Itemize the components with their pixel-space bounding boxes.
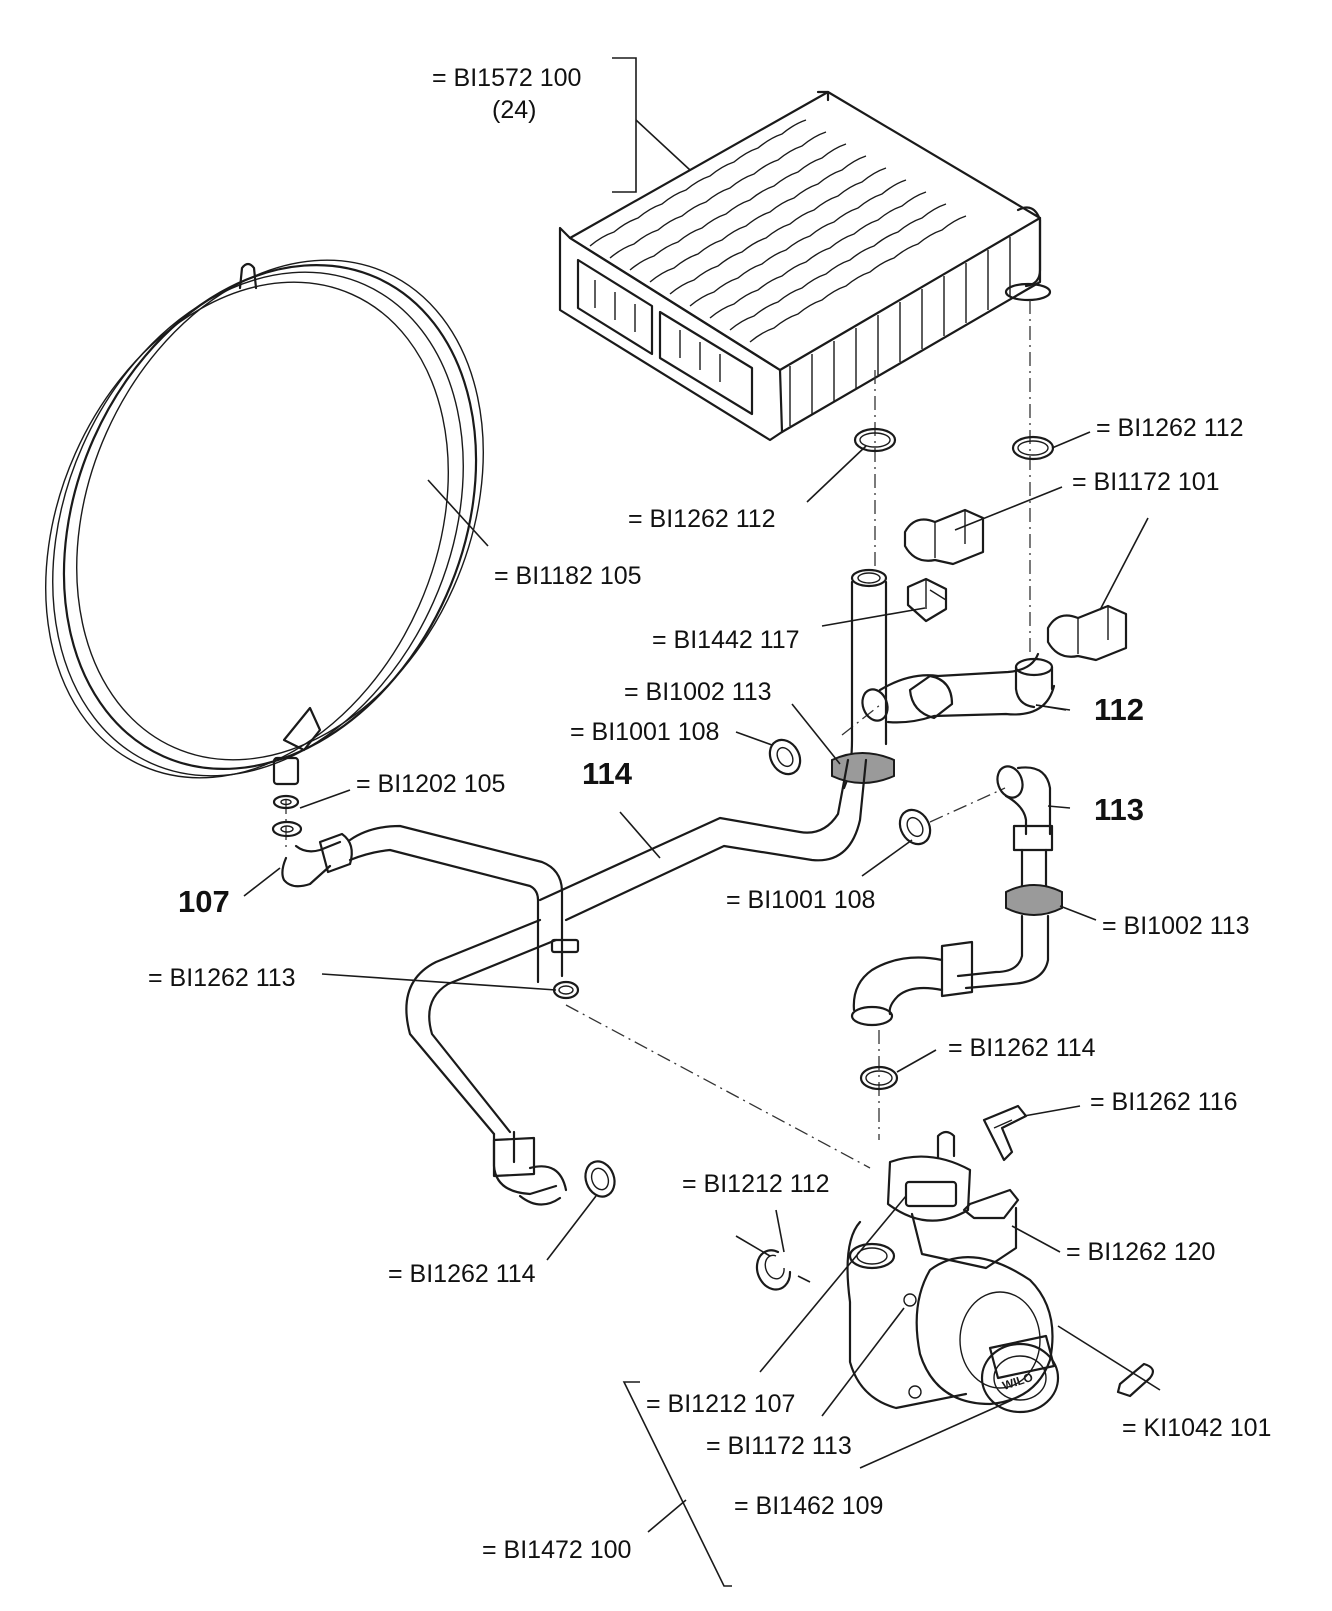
label-gasket-grey-lower: = BI1002 113 [1102, 912, 1250, 940]
washer-vessel [271, 820, 303, 838]
clip-left [906, 577, 948, 623]
label-washer-upper: = BI1001 108 [570, 718, 719, 746]
label-washer-vessel: = BI1202 105 [356, 770, 505, 798]
label-retaining-ring: = BI1212 112 [682, 1170, 830, 1198]
label-gasket-grey-upper: = BI1002 113 [624, 678, 772, 706]
clip-right-upper [903, 508, 985, 566]
label-clip-left: = BI1442 117 [652, 626, 800, 654]
expansion-vessel [45, 259, 484, 810]
o-ring-lower-left [584, 1160, 616, 1198]
label-pump-assembly: = BI1472 100 [482, 1536, 631, 1564]
label-o-ring-pipe-114: = BI1262 113 [148, 964, 296, 992]
callouts: = BI1572 100 (24) = BI1262 112 = BI1262 … [148, 64, 1271, 1564]
pipe-107 [281, 832, 353, 888]
number-pipe-114: 114 [582, 756, 633, 791]
clip-right-lower [1046, 604, 1128, 662]
label-expansion-vessel: = BI1182 105 [494, 562, 642, 590]
pipe-112 [861, 652, 1067, 724]
retaining-ring [755, 1249, 792, 1291]
o-ring-right-top [1011, 435, 1055, 461]
pipe-113 [850, 765, 1063, 1027]
label-o-ring-left-top: = BI1262 112 [628, 505, 776, 533]
o-ring-pipe-114 [552, 980, 580, 1000]
washer-upper [768, 738, 802, 776]
pump-bracket [962, 1188, 1020, 1220]
pump-clip [982, 1104, 1028, 1162]
label-o-ring-right-top: = BI1262 112 [1096, 414, 1244, 442]
label-o-ring-pump-inlet: = BI1262 114 [948, 1034, 1096, 1062]
leader-lines [243, 431, 1161, 1587]
heat-exchanger [558, 57, 1052, 442]
number-pipe-113: 113 [1094, 792, 1144, 827]
pipe-vertical-left [831, 568, 895, 790]
pump-clip-small [1116, 1362, 1154, 1398]
o-ring-pump-inlet [859, 1065, 899, 1091]
o-ring-left-top [853, 427, 897, 453]
label-pump-bracket: = BI1262 120 [1066, 1238, 1215, 1266]
label-washer-middle: = BI1001 108 [726, 886, 875, 914]
pipe-114 [348, 758, 868, 1206]
label-heat-exchanger-variant: (24) [492, 96, 536, 124]
number-pipe-107: 107 [178, 884, 230, 919]
washer-middle [898, 808, 932, 846]
label-heat-exchanger: = BI1572 100 [432, 64, 581, 92]
label-pump-clip: = BI1262 116 [1090, 1088, 1238, 1116]
label-pump-motor: = BI1462 109 [734, 1492, 883, 1520]
number-pipe-112: 112 [1094, 692, 1144, 727]
label-o-ring-lower-left: = BI1262 114 [388, 1260, 536, 1288]
pump-assembly: WILO [846, 1130, 1060, 1414]
label-pump-screw: = BI1212 107 [646, 1390, 795, 1418]
label-clip-right: = BI1172 101 [1072, 468, 1220, 496]
label-pump-body: = BI1172 113 [706, 1432, 852, 1460]
label-pump-clip-small: = KI1042 101 [1122, 1414, 1271, 1442]
